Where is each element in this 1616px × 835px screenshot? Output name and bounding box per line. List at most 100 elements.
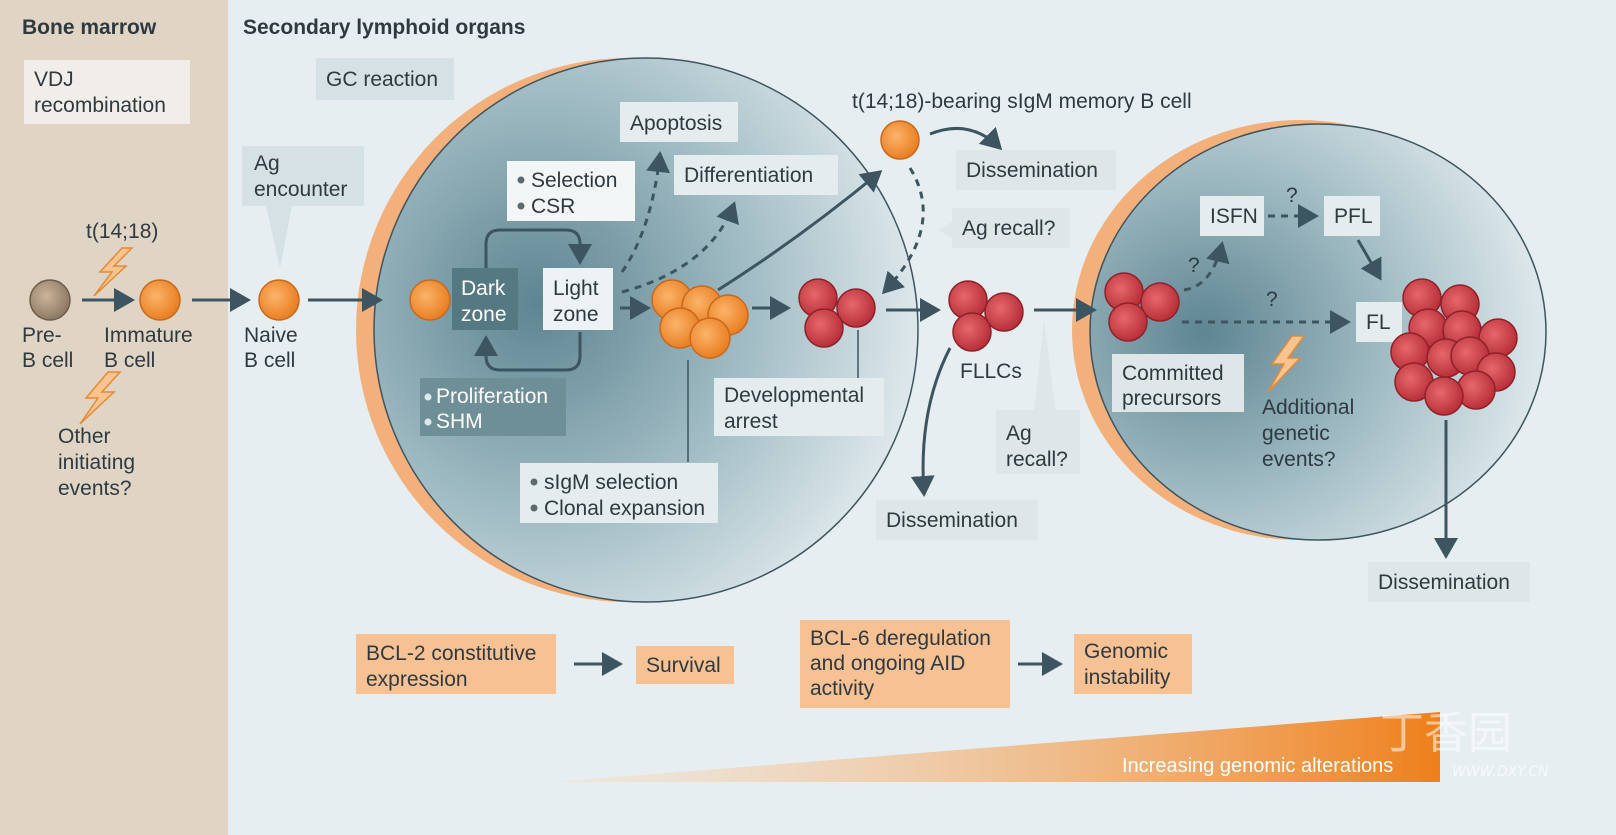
red-arrested-cell [804, 308, 844, 348]
apoptosis-box [620, 102, 738, 142]
csr-label: CSR [531, 195, 575, 218]
dashed-arrow-to-apoptosis [620, 151, 670, 273]
q-fl: ? [1266, 288, 1278, 311]
light-zone-box [543, 268, 613, 330]
isfn-box [1200, 196, 1264, 236]
proliferation-shm-box [420, 378, 566, 436]
additional-line1: Additional [1262, 396, 1354, 419]
committed-precursor-cell [1108, 302, 1148, 342]
developmental-line1: Developmental [724, 384, 864, 407]
dark-zone-box [452, 268, 518, 330]
bcl6-box [800, 620, 1010, 708]
ag-encounter-line2: encounter [254, 178, 347, 201]
fllc-cell [984, 292, 1024, 332]
other-events-line1: Other [58, 425, 111, 448]
ag-encounter-box [242, 146, 364, 206]
fl-box [1356, 302, 1402, 342]
selection-csr-box [507, 161, 635, 221]
ag-recall-low-box [996, 410, 1080, 474]
pre-b-line2: B cell [22, 349, 73, 372]
dissemination-right-label: Dissemination [1378, 571, 1510, 594]
naive-line1: Naive [244, 324, 298, 347]
dissemination-top-label: Dissemination [966, 159, 1098, 182]
developmental-line2: arrest [724, 410, 778, 433]
lightning-other-events-icon [79, 371, 122, 425]
pfl-label: PFL [1334, 205, 1373, 228]
genomic-instability-box [1074, 634, 1192, 694]
bcl2-line1: BCL-2 constitutive [366, 642, 536, 665]
additional-line2: genetic [1262, 422, 1330, 445]
arrow-fllcs-dissemination [910, 347, 952, 497]
pre-b-cell [29, 279, 71, 321]
committed-line2: precursors [1122, 387, 1221, 410]
gc-reaction-box [316, 58, 454, 100]
other-events-line2: initiating [58, 451, 135, 474]
vdj-line1: VDJ [34, 68, 74, 91]
gc-entering-cell [409, 279, 451, 321]
shm-label: SHM [436, 410, 483, 433]
ag-recall-top-box [952, 208, 1070, 248]
shm-bullet [424, 418, 432, 426]
bcl2-line2: expression [366, 668, 468, 691]
selection-label: Selection [531, 169, 617, 192]
arrow-light-to-dark [474, 332, 582, 372]
csr-bullet [517, 202, 525, 210]
increasing-genomic-label: Increasing genomic alterations [1122, 755, 1393, 777]
arrow-to-memory-cell [717, 170, 883, 292]
fllcs-label: FLLCs [960, 360, 1022, 383]
dissemination-top-box [956, 150, 1116, 190]
watermark-logo: 丁香园 [1380, 708, 1512, 759]
ag-recall-top-pointer [938, 222, 952, 238]
isfn-label: ISFN [1210, 205, 1258, 228]
memory-b-cell [880, 120, 920, 160]
immature-line2: B cell [104, 349, 155, 372]
fllc-cell [952, 312, 992, 352]
immature-line1: Immature [104, 324, 193, 347]
arrow-pfl-to-fl [1356, 239, 1382, 281]
apoptosis-label: Apoptosis [630, 112, 722, 135]
naive-line2: B cell [244, 349, 295, 372]
naive-b-cell [258, 279, 300, 321]
dark-zone-line2: zone [461, 303, 507, 326]
fl-label: FL [1366, 311, 1391, 334]
t1418-label: t(14;18) [86, 220, 158, 243]
selection-bullet [517, 176, 525, 184]
light-zone-line1: Light [553, 277, 599, 300]
gc-reaction-label: GC reaction [326, 68, 438, 91]
pre-b-line1: Pre- [22, 324, 62, 347]
memory-label: t(14;18)-bearing sIgM memory B cell [852, 90, 1192, 113]
sigm-selection-label: sIgM selection [544, 471, 678, 494]
bcl6-line3: activity [810, 677, 875, 700]
genomic-line2: instability [1084, 666, 1171, 689]
dissemination-mid-label: Dissemination [886, 509, 1018, 532]
committed-precursor-cell [1140, 282, 1180, 322]
clonal-bullet [530, 504, 538, 512]
developmental-arrest-box [714, 378, 884, 436]
proliferation-label: Proliferation [436, 385, 548, 408]
watermark-url: WWW.DXY.CN [1452, 764, 1549, 780]
ag-recall-top-label: Ag recall? [962, 217, 1055, 240]
dashed-arrow-ag-recall [881, 167, 925, 295]
committed-precursors-box [1112, 354, 1244, 412]
arrow-memory-dissemination [929, 126, 1003, 151]
vdj-line2: recombination [34, 94, 166, 117]
light-zone-line2: zone [553, 303, 599, 326]
ag-recall-low-pointer [1034, 320, 1056, 412]
red-arrested-cell [836, 288, 876, 328]
lightning-t1418-icon [93, 247, 134, 297]
genomic-alterations-wedge [552, 712, 1440, 782]
pfl-box [1324, 196, 1380, 236]
survival-label: Survival [646, 654, 721, 677]
bcl2-box [356, 634, 556, 694]
other-events-line3: events? [58, 477, 132, 500]
committed-line1: Committed [1122, 362, 1224, 385]
bone-marrow-header: Bone marrow [22, 16, 157, 39]
sigm-bullet [530, 478, 538, 486]
dissemination-mid-box [876, 500, 1038, 540]
proliferation-bullet [424, 393, 432, 401]
q-pfl: ? [1286, 184, 1298, 207]
genomic-line1: Genomic [1084, 640, 1168, 663]
bcl6-line2: and ongoing AID [810, 652, 965, 675]
